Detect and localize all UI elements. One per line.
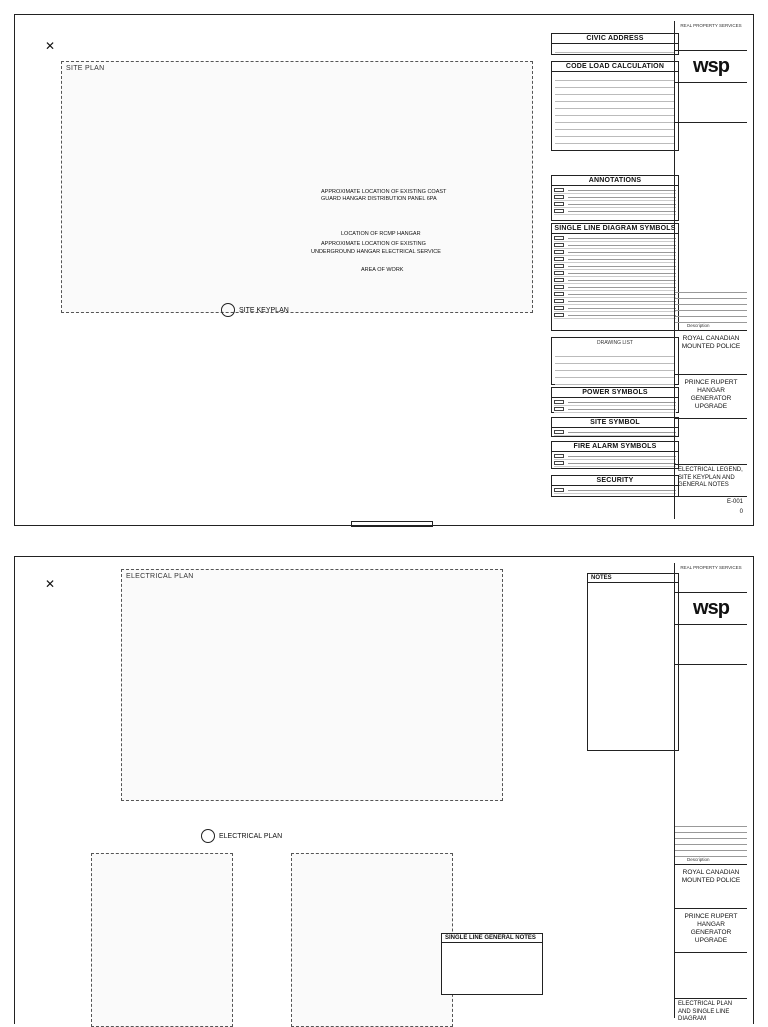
fire-alarm-box: FIRE ALARM SYMBOLS [551,441,679,469]
site-symbol-box: SITE SYMBOL [551,417,679,437]
revision-grid [675,287,747,323]
client-block: ROYAL CANADIAN MOUNTED POLICE [675,331,747,375]
electrical-plan-drawing: ELECTRICAL PLAN [121,569,503,801]
revision-description-label: Description [687,323,710,328]
revision-description-label: Description [687,857,710,862]
keyplan-label: SITE KEYPLAN [239,306,289,314]
project-info-block [675,419,747,465]
project-block: PRINCE RUPERT HANGAR GENERATOR UPGRADE [675,375,747,419]
agency-block: REAL PROPERTY SERVICES [675,21,747,51]
electrical-plan-label: ELECTRICAL PLAN [219,832,283,840]
annotations-header: ANNOTATIONS [552,176,678,186]
single-line-notes-box: SINGLE LINE GENERAL NOTES [441,933,543,995]
agency-name: REAL PROPERTY SERVICES [680,23,742,28]
notes-header: NOTES [588,574,678,583]
site-plan-drawing: SITE PLAN [61,61,533,313]
single-line-notes-header: SINGLE LINE GENERAL NOTES [442,934,542,943]
legend-column: CIVIC ADDRESS CODE LOAD CALCULATION ANNO… [551,23,679,517]
site-symbol-header: SITE SYMBOL [552,418,678,428]
firm-block: wsp [675,51,747,83]
agency-block: REAL PROPERTY SERVICES [675,563,747,593]
drawing-title: ELECTRICAL LEGEND, SITE KEYPLAN AND GENE… [678,467,743,488]
title-block: REAL PROPERTY SERVICES wsp Description R… [674,21,747,519]
electrical-plan-title: ELECTRICAL PLAN [201,829,282,843]
drawing-title: ELECTRICAL PLAN AND SINGLE LINE DIAGRAM [678,1001,733,1022]
client-block: ROYAL CANADIAN MOUNTED POLICE [675,865,747,909]
client-name: ROYAL CANADIAN MOUNTED POLICE [681,869,741,884]
drawing-list-header: DRAWING LIST [597,340,633,346]
north-arrow-icon: ✕ [45,577,56,591]
seal-block [675,83,747,123]
client-name: ROYAL CANADIAN MOUNTED POLICE [681,335,741,350]
firm-logo: wsp [693,55,730,77]
civic-address-box: CIVIC ADDRESS [551,33,679,55]
drawing-number-block: E-001 0 [675,497,747,521]
security-box: SECURITY [551,475,679,497]
project-name: PRINCE RUPERT HANGAR GENERATOR UPGRADE [684,913,738,944]
firm-block: wsp [675,593,747,625]
site-plan-placeholder-tag: SITE PLAN [66,65,105,72]
callout-area-of-work: AREA OF WORK [361,267,404,273]
project-name: PRINCE RUPERT HANGAR GENERATOR UPGRADE [684,379,738,410]
electrical-plan-area: ✕ ELECTRICAL PLAN ELECTRICAL PLAN SINGLE… [21,563,679,1027]
electrical-plan-placeholder-tag: ELECTRICAL PLAN [126,573,194,580]
notes-box: NOTES [587,573,679,751]
site-plan-area: ✕ SITE PLAN APPROXIMATE LOCATION OF EXIS… [21,21,547,527]
single-line-symbols-header: SINGLE LINE DIAGRAM SYMBOLS [552,224,678,234]
single-line-diagram-left [91,853,233,1027]
code-load-header: CODE LOAD CALCULATION [552,62,678,72]
civic-address-header: CIVIC ADDRESS [552,34,678,44]
security-header: SECURITY [552,476,678,486]
callout-existing-service-2: UNDERGROUND HANGAR ELECTRICAL SERVICE [311,249,441,255]
project-info-block [675,953,747,999]
single-line-symbols-box: SINGLE LINE DIAGRAM SYMBOLS [551,223,679,331]
revision-description-row: Description [675,855,747,865]
title-block: REAL PROPERTY SERVICES wsp Description R… [674,563,747,1022]
code-load-box: CODE LOAD CALCULATION [551,61,679,151]
site-keyplan-title: SITE KEYPLAN [221,303,289,317]
drawing-number: E-001 [726,499,743,505]
callout-existing-service-1: APPROXIMATE LOCATION OF EXISTING [321,241,426,247]
revision-grid [675,821,747,857]
drawing-sheet-e002: ✕ ELECTRICAL PLAN ELECTRICAL PLAN SINGLE… [14,556,754,1027]
keyplan-callout-icon [221,303,235,317]
power-symbols-header: POWER SYMBOLS [552,388,678,398]
scale-bar [351,521,433,527]
single-line-diagram-right [291,853,453,1027]
revision-number: 0 [739,509,743,515]
fire-alarm-header: FIRE ALARM SYMBOLS [552,442,678,452]
callout-rcmp-hangar: LOCATION OF RCMP HANGAR [341,231,421,237]
power-symbols-box: POWER SYMBOLS [551,387,679,413]
callout-coast-guard-panel-2: GUARD HANGAR DISTRIBUTION PANEL 6PA [321,196,437,202]
callout-coast-guard-panel-1: APPROXIMATE LOCATION OF EXISTING COAST [321,189,447,195]
seal-block [675,625,747,665]
drawing-title-block: ELECTRICAL LEGEND, SITE KEYPLAN AND GENE… [675,465,747,497]
drawing-list-box: DRAWING LIST [551,337,679,385]
drawing-sheet-e001: ✕ SITE PLAN APPROXIMATE LOCATION OF EXIS… [14,14,754,527]
plan-callout-icon [201,829,215,843]
agency-name: REAL PROPERTY SERVICES [680,565,742,570]
project-block: PRINCE RUPERT HANGAR GENERATOR UPGRADE [675,909,747,953]
firm-logo: wsp [693,597,730,619]
drawing-title-block: ELECTRICAL PLAN AND SINGLE LINE DIAGRAM [675,999,747,1025]
revision-description-row: Description [675,321,747,331]
north-arrow-icon: ✕ [45,39,56,53]
annotations-box: ANNOTATIONS [551,175,679,221]
